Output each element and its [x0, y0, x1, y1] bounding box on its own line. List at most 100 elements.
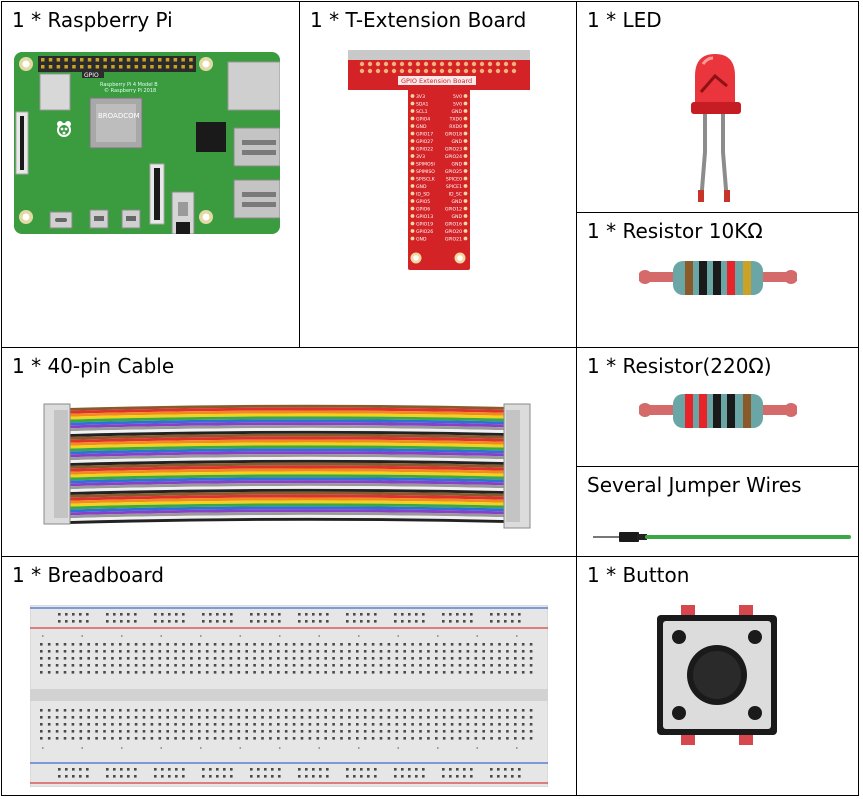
pi-copyright: © Raspberry Pi 2018: [104, 87, 156, 94]
ext-pin-label-left: GND: [416, 184, 427, 190]
pi-gpio-header: [38, 56, 196, 72]
ext-pin-label-left: GPIO13: [416, 214, 433, 220]
ext-pin-label-right: SPICE1: [446, 184, 462, 190]
ext-pin-hole: [410, 169, 415, 173]
ext-pin-hole: [463, 146, 468, 151]
label-jumper-wires: Several Jumper Wires: [587, 473, 802, 497]
cable-wire: [68, 465, 508, 472]
ext-pin-label-left: GPIO19: [416, 222, 433, 228]
resistor-10k-image: [639, 261, 797, 295]
cable-wire: [68, 407, 508, 414]
ext-pin-label-left: GPIO5: [416, 199, 430, 205]
ext-pin-label-right: TXD0: [449, 117, 462, 123]
cable-wire: [68, 462, 508, 469]
label-t-extension-board: 1 * T-Extension Board: [310, 8, 527, 32]
cell-jumper-wires: Several Jumper Wires: [576, 466, 859, 557]
cell-raspberry-pi: 1 * Raspberry Pi GPIO Raspberry Pi 4 Mod…: [1, 1, 300, 348]
label-resistor-220: 1 * Resistor(220Ω): [587, 354, 772, 378]
label-breadboard: 1 * Breadboard: [12, 563, 164, 587]
ext-pin-label-right: GPIO24: [445, 154, 462, 160]
ext-pin-hole: [410, 124, 415, 128]
ext-pin-hole: [410, 206, 415, 211]
ext-pin-label-left: SPIMISO: [416, 169, 435, 175]
ext-pin-hole: [463, 206, 468, 211]
cable-wire: [68, 410, 508, 417]
ext-pin-hole: [410, 191, 415, 196]
ext-pin-hole: [463, 214, 468, 218]
cable-wire: [68, 430, 508, 437]
cable-wire: [68, 459, 508, 466]
cable-wire: [68, 439, 508, 446]
ext-pin-hole: [410, 199, 415, 203]
pi-soc-brand: BROADCOM: [98, 112, 140, 120]
ext-pin-hole: [410, 184, 415, 188]
ext-pin-label-right: GPIO18: [445, 132, 462, 138]
ext-pin-label-right: GPIO20: [445, 229, 462, 235]
jumper-wire: [645, 535, 851, 539]
ext-pin-hole: [410, 116, 415, 121]
ext-pin-label-left: 3V3: [416, 94, 425, 100]
ext-pin-label-right: RXD0: [449, 124, 462, 130]
ext-pin-label-left: GPIO22: [416, 147, 433, 153]
cable-wire: [68, 468, 508, 475]
ext-pin-label-right: 5V0: [453, 94, 462, 100]
ext-pin-hole: [463, 221, 468, 226]
cable-wire: [68, 497, 508, 504]
cable-wire: [68, 485, 508, 493]
pi-pcb: [14, 52, 280, 234]
cable-wire: [68, 454, 508, 461]
pi-usb-2: [233, 179, 280, 219]
ext-pin-label-left: GND: [416, 237, 427, 243]
ext-pin-hole: [463, 139, 468, 143]
cable-wire: [68, 483, 508, 490]
cable-wire: [68, 494, 508, 501]
cable-wire: [68, 422, 508, 429]
cable-wire: [68, 474, 508, 481]
cable-wire: [68, 451, 508, 458]
cable-wire: [68, 500, 508, 507]
cable-wire: [68, 480, 508, 487]
cable-wire: [68, 427, 508, 435]
ext-header-pins: [359, 61, 517, 74]
ext-pin-label-right: ID_SC: [449, 192, 462, 198]
ext-pin-label-left: GPIO4: [416, 117, 430, 123]
breadboard-image: [30, 605, 548, 787]
cable-wire: [68, 448, 508, 455]
push-button-image: [657, 605, 777, 745]
label-led: 1 * LED: [587, 8, 662, 32]
ext-pin-hole: [463, 161, 468, 166]
ext-stem: [408, 88, 470, 270]
cable-wire: [68, 456, 508, 464]
ext-pin-hole: [463, 131, 468, 136]
cable-wire: [68, 433, 508, 440]
ext-pin-label-left: GND: [416, 124, 427, 130]
cell-40-pin-cable: 1 * 40-pin Cable: [1, 347, 577, 557]
ext-pin-hole: [410, 154, 415, 158]
ext-pin-hole: [463, 101, 468, 106]
label-resistor-10k: 1 * Resistor 10KΩ: [587, 219, 763, 243]
cell-breadboard: 1 * Breadboard: [1, 556, 577, 796]
ext-pin-hole: [410, 101, 415, 106]
ext-pin-hole: [463, 199, 468, 203]
cable-wire: [68, 413, 508, 420]
ext-pin-label-left: GPIO6: [416, 207, 430, 213]
ext-pin-label-left: GPIO26: [416, 229, 433, 235]
ext-pin-label-left: 3V3: [416, 154, 425, 160]
cable-wire: [68, 512, 508, 519]
led-image: [691, 54, 741, 203]
ext-pin-label-right: GPIO21: [445, 237, 462, 243]
ext-pin-hole: [463, 236, 468, 241]
ext-pin-label-left: GPIO17: [416, 132, 433, 138]
cable-wire: [68, 442, 508, 449]
ext-pin-label-right: GND: [451, 139, 462, 145]
cell-led: 1 * LED: [576, 1, 859, 213]
pi-usb-1: [233, 127, 280, 167]
ext-pin-label-right: GPIO23: [445, 147, 462, 153]
led-bulb: [695, 54, 735, 112]
ext-pin-hole: [463, 94, 468, 98]
resistor-220-image: [639, 394, 797, 428]
ext-pin-label-left: ID_SD: [416, 192, 430, 198]
ext-pin-hole: [410, 139, 415, 143]
cable-wire: [68, 471, 508, 478]
